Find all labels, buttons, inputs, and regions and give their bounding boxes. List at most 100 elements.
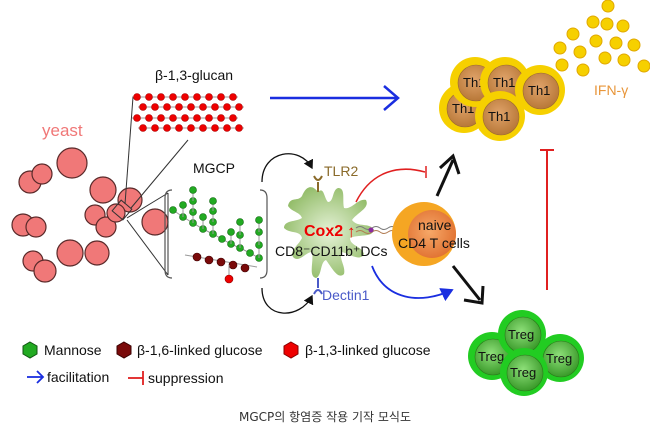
glucose-unit — [181, 93, 189, 101]
mannan-backbone — [172, 209, 260, 259]
glucose-unit — [217, 93, 225, 101]
ifn-gamma-dot — [637, 59, 650, 73]
yeast-cell — [56, 239, 84, 267]
ifn-gamma-dot — [553, 41, 567, 55]
b13-glucose-unit — [224, 274, 234, 284]
glucose-unit — [199, 124, 207, 132]
th1-label: Th1 — [488, 109, 510, 124]
yeast-cells — [11, 147, 169, 283]
glucose-unit — [205, 93, 213, 101]
treg-suppression-line — [540, 149, 554, 290]
treg-cell: Treg — [498, 310, 546, 358]
glucose-unit — [199, 103, 207, 111]
ifn-gamma-dot — [586, 15, 600, 29]
facilitation-legend-icon — [27, 370, 45, 384]
yeast-label: yeast — [42, 121, 83, 140]
mannose-unit — [179, 201, 187, 209]
legend-facilitation: facilitation — [47, 369, 109, 385]
glucose-unit — [187, 124, 195, 132]
treg-label: Treg — [478, 349, 504, 364]
th1-label: Th1 — [528, 83, 550, 98]
th1-label: Th1 — [493, 75, 515, 90]
dectin1-label: Dectin1 — [322, 287, 370, 303]
glucose-unit — [133, 93, 141, 101]
ifn-gamma-dot — [598, 51, 612, 65]
b16-glucose-unit — [192, 252, 202, 262]
glucose-unit — [139, 103, 147, 111]
treg-cell: Treg — [500, 348, 548, 396]
mannose-unit — [189, 186, 197, 194]
cox2-label: Cox2 — [304, 223, 343, 240]
ifn-gamma-dot — [600, 17, 614, 31]
mannose-unit — [255, 216, 263, 224]
th1-label: Th1 — [463, 75, 485, 90]
cox2-suppression-arrow — [355, 166, 427, 203]
glucose-unit — [151, 124, 159, 132]
glucose-unit — [175, 124, 183, 132]
yeast-cell — [25, 216, 47, 238]
ifn-gamma-dot — [555, 58, 569, 72]
glucose-unit — [175, 103, 183, 111]
dc-cell-label: CD8⁻CD11b⁺DCs — [275, 243, 388, 259]
treg-cell: Treg — [536, 334, 584, 382]
glucose-unit — [193, 93, 201, 101]
th1-cell: Th1 — [475, 91, 525, 141]
mgcp-brackets — [164, 189, 268, 279]
yeast-cell — [84, 240, 110, 266]
yeast-cell — [33, 259, 57, 283]
yeast-cell — [56, 147, 88, 179]
mgcp-to-receptor-arrows — [261, 153, 314, 314]
dectin1-receptor-icon — [313, 278, 323, 295]
glucose-unit — [193, 114, 201, 122]
naive-to-treg-arrow — [451, 265, 485, 305]
mannose-unit — [169, 206, 177, 214]
legend: Mannose β-1,6-linked glucose β-1,3-linke… — [22, 341, 431, 386]
mannose-unit — [227, 228, 235, 236]
mannose-legend-icon — [22, 341, 38, 359]
glucose-unit — [133, 114, 141, 122]
beta-glucan-label: β-1,3-glucan — [155, 67, 233, 83]
ifn-gamma-dot — [601, 0, 615, 13]
glucose-unit — [163, 103, 171, 111]
naive-label: naive — [418, 217, 452, 233]
dc-to-treg-facilitation-arrow — [371, 265, 454, 302]
zoom-lines — [111, 96, 189, 276]
tlr2-receptor-icon — [313, 175, 323, 192]
glucose-unit — [211, 124, 219, 132]
yeast-cell — [89, 176, 117, 204]
b16-glucose-unit — [216, 257, 226, 267]
glucose-unit — [223, 103, 231, 111]
mannose-unit — [236, 218, 244, 226]
yeast-cell — [141, 208, 169, 236]
naive-cd4-t-cell: naive CD4 T cells — [392, 202, 470, 266]
treg-label: Treg — [546, 351, 572, 366]
glucose-unit — [139, 124, 147, 132]
glucose-unit — [157, 93, 165, 101]
cox2-up-arrow-icon: ↑ — [347, 222, 356, 241]
glucan-to-th1-arrow — [270, 85, 400, 111]
glucose-unit — [157, 114, 165, 122]
legend-mannose: Mannose — [44, 342, 102, 358]
figure-caption: MGCP의 항염증 작용 기작 모식도 — [239, 410, 411, 424]
treg-label: Treg — [510, 365, 536, 380]
mannose-unit — [209, 197, 217, 205]
legend-suppression: suppression — [148, 370, 224, 386]
mannose-unit — [246, 249, 254, 257]
glucose-unit — [217, 114, 225, 122]
glucose-unit — [187, 103, 195, 111]
glucose-unit — [235, 124, 243, 132]
glucose-unit — [151, 103, 159, 111]
b16-glucose-legend-icon — [116, 341, 132, 359]
glucose-unit — [181, 114, 189, 122]
glucose-unit — [205, 114, 213, 122]
glucose-unit — [163, 124, 171, 132]
ifn-gamma-dot — [617, 53, 631, 67]
dc-tcell-interaction — [355, 226, 397, 234]
ifn-gamma-dots — [553, 0, 650, 77]
glucose-unit — [145, 93, 153, 101]
b16-glucose-unit — [240, 263, 250, 273]
naive-to-th1-arrow — [435, 153, 461, 197]
